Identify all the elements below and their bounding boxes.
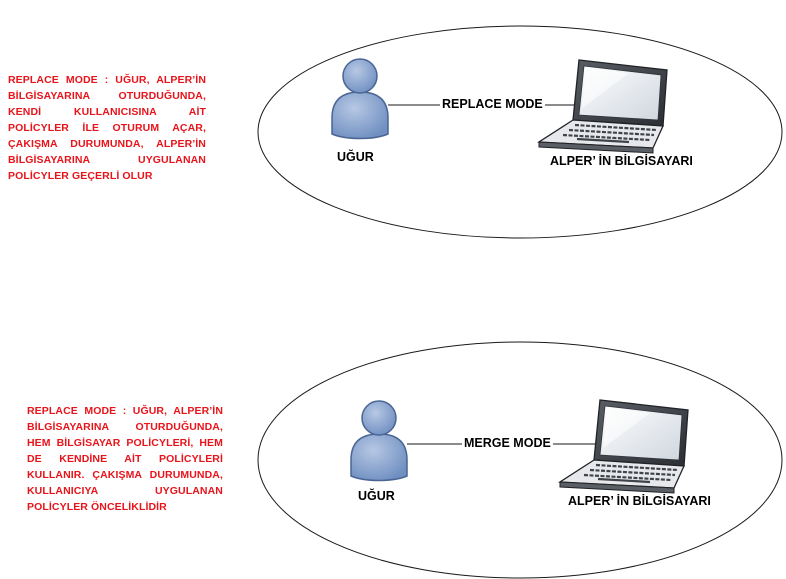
scenario-1-ellipse <box>257 25 783 239</box>
scenario-2-ellipse <box>257 341 783 579</box>
scenario-1-computer-label: ALPER’ İN BİLGİSAYARI <box>550 154 693 168</box>
scenario-1-mode-label: REPLACE MODE <box>440 97 545 111</box>
laptop-icon <box>558 398 690 495</box>
scenario-2-note: REPLACE MODE : UĞUR, ALPER’İN BİLGİSAYAR… <box>27 405 223 513</box>
scenario-2-user-label: UĞUR <box>358 489 395 503</box>
user-icon <box>350 400 408 482</box>
scenario-1-user-label: UĞUR <box>337 150 374 164</box>
scenario-1-note: REPLACE MODE : UĞUR, ALPER’İN BİLGİSAYAR… <box>8 74 206 182</box>
scenario-2-mode-label: MERGE MODE <box>462 436 553 450</box>
user-icon <box>331 58 389 140</box>
scenario-2-computer-label: ALPER’ İN BİLGİSAYARI <box>568 494 711 508</box>
laptop-icon <box>537 58 669 155</box>
